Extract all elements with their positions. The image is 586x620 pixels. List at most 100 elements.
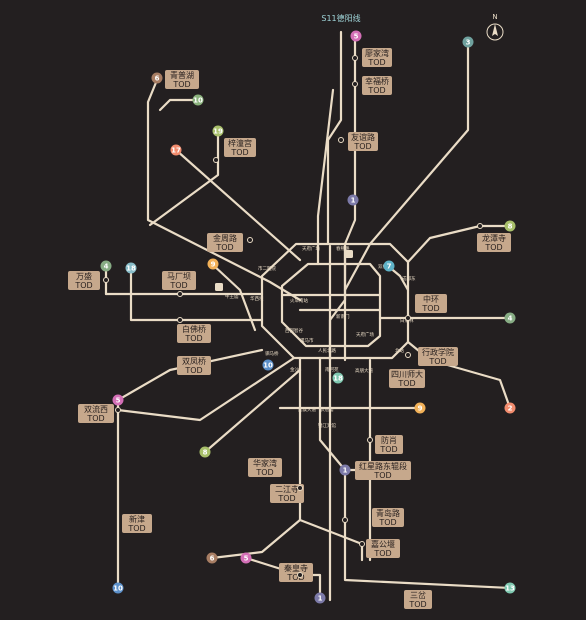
ring-line xyxy=(260,242,410,360)
svg-text:4: 4 xyxy=(104,263,109,271)
ring-label: 西部智谷 xyxy=(285,327,303,334)
svg-text:中环: 中环 xyxy=(423,294,439,304)
svg-text:红星路东辊段: 红星路东辊段 xyxy=(359,461,407,471)
line-badge: 8 xyxy=(504,220,516,232)
line-badge: 2 xyxy=(504,402,516,414)
svg-text:三岔: 三岔 xyxy=(410,590,426,600)
svg-text:7: 7 xyxy=(387,263,392,271)
svg-text:双流西: 双流西 xyxy=(84,404,108,414)
top-terminal-label: S11德阳线 xyxy=(321,13,360,23)
metro-lines xyxy=(104,30,512,602)
svg-text:TOD: TOD xyxy=(277,494,295,503)
svg-text:18: 18 xyxy=(333,375,343,383)
svg-text:10: 10 xyxy=(113,585,123,593)
ring-label: 牛王庙 xyxy=(225,293,239,300)
svg-text:TOD: TOD xyxy=(373,549,391,558)
svg-text:6: 6 xyxy=(155,75,160,83)
line-badge: 6 xyxy=(206,552,218,564)
svg-text:TOD: TOD xyxy=(215,243,233,252)
ring-label: 南河苑 xyxy=(325,366,339,373)
ring-label: 人民北路 xyxy=(318,347,336,354)
svg-text:TOD: TOD xyxy=(428,357,446,366)
line-badge: 1 xyxy=(339,464,351,476)
svg-text:TOD: TOD xyxy=(172,80,190,89)
svg-text:1: 1 xyxy=(351,197,356,205)
svg-text:17: 17 xyxy=(171,147,181,155)
svg-text:13: 13 xyxy=(505,585,515,593)
svg-text:TOD: TOD xyxy=(378,518,396,527)
svg-text:1: 1 xyxy=(343,467,348,475)
svg-text:1: 1 xyxy=(318,595,323,603)
svg-text:秦皇寺: 秦皇寺 xyxy=(284,563,308,573)
svg-text:TOD: TOD xyxy=(184,334,202,343)
svg-text:白佛桥: 白佛桥 xyxy=(182,324,206,334)
ring-label: 锦江宾馆 xyxy=(318,422,336,429)
ring-label: 骡马市 xyxy=(300,337,314,344)
svg-text:廖家湾: 廖家湾 xyxy=(365,48,389,58)
svg-text:TOD: TOD xyxy=(74,281,92,290)
svg-text:幸福桥: 幸福桥 xyxy=(365,76,389,86)
inner-ring-line xyxy=(280,262,382,348)
line-badge: 1 xyxy=(347,194,359,206)
line-badge: 7 xyxy=(383,260,395,272)
svg-text:TOD: TOD xyxy=(397,379,415,388)
svg-text:嘉公堰: 嘉公堰 xyxy=(371,539,395,549)
svg-text:万盛: 万盛 xyxy=(76,271,92,281)
svg-text:马厂坝: 马厂坝 xyxy=(167,272,191,281)
line-badge: 6 xyxy=(151,72,163,84)
svg-text:TOD: TOD xyxy=(367,58,385,67)
svg-text:友谊路: 友谊路 xyxy=(351,132,375,142)
line-badge: 18 xyxy=(332,372,344,384)
svg-text:TOD: TOD xyxy=(484,243,502,252)
line-badges: 5 3 6 10 17 19 1 8 4 18 9 7 4 10 18 5 2 … xyxy=(100,30,516,604)
ring-label: 武侯大道 xyxy=(298,406,316,413)
line-badge: 3 xyxy=(462,36,474,48)
ring-label: 天府广场 xyxy=(302,245,320,252)
compass-icon: N xyxy=(486,13,504,41)
svg-text:TOD: TOD xyxy=(379,445,397,454)
compass-label: N xyxy=(492,13,497,21)
line-badge: 13 xyxy=(504,582,516,594)
svg-text:防肖: 防肖 xyxy=(381,435,397,445)
svg-text:TOD: TOD xyxy=(367,86,385,95)
svg-text:二江寺: 二江寺 xyxy=(275,485,299,494)
svg-text:8: 8 xyxy=(203,449,208,457)
interchange-icons xyxy=(215,250,353,291)
ring-label: 市二医院 xyxy=(258,265,276,272)
svg-text:TOD: TOD xyxy=(421,304,439,313)
line-badge: 5 xyxy=(112,394,124,406)
svg-text:TOD: TOD xyxy=(230,148,248,157)
line-badge: 18 xyxy=(125,262,137,274)
svg-text:10: 10 xyxy=(263,362,273,370)
ring-label: 驷马桥 xyxy=(265,350,279,357)
svg-text:TOD: TOD xyxy=(169,281,187,290)
svg-text:5: 5 xyxy=(116,397,121,405)
svg-text:TOD: TOD xyxy=(408,600,426,609)
svg-text:行政学院: 行政学院 xyxy=(422,347,454,357)
svg-text:金周路: 金周路 xyxy=(213,233,237,243)
line-badge: 5 xyxy=(240,552,252,564)
svg-text:梓潼宫: 梓潼宫 xyxy=(228,138,252,148)
line-badge: 4 xyxy=(100,260,112,272)
line-badge: 9 xyxy=(207,258,219,270)
ring-label: 火车南站 xyxy=(290,297,308,304)
svg-text:双凤桥: 双凤桥 xyxy=(182,356,206,366)
line-badge: 10 xyxy=(192,94,204,106)
ring-label: 天府广场 xyxy=(356,331,374,338)
